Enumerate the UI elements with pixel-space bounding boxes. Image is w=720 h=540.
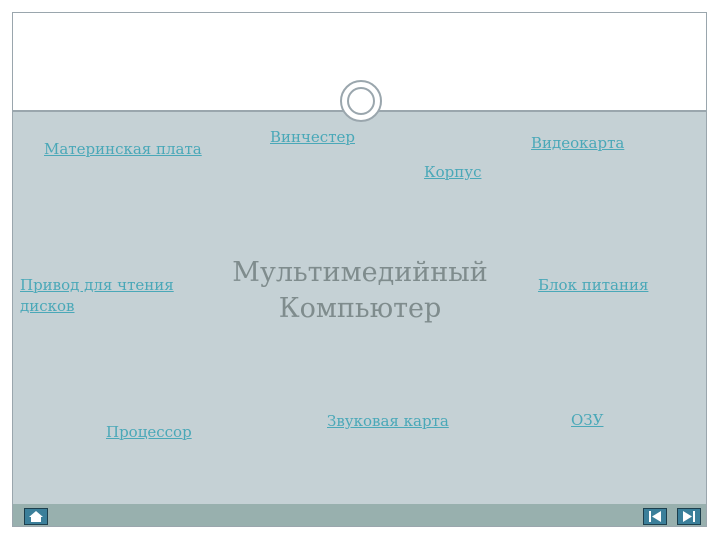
slide: [12, 12, 707, 527]
slide-footer: [13, 504, 706, 526]
next-slide-button[interactable]: [677, 508, 701, 525]
home-icon: [29, 511, 43, 522]
slide-title: Мультимедийный Компьютер: [232, 257, 488, 324]
link-videocard[interactable]: Видеокарта: [531, 134, 625, 152]
home-button[interactable]: [24, 508, 48, 525]
link-optical-drive[interactable]: Привод для чтения дисков: [20, 276, 174, 315]
next-slide-icon: [683, 511, 695, 522]
slide-body: [13, 112, 706, 504]
link-ram[interactable]: ОЗУ: [571, 411, 604, 429]
link-motherboard[interactable]: Материнская плата: [44, 140, 202, 158]
circle-ornament-icon: [340, 80, 382, 122]
link-hdd[interactable]: Винчестер: [270, 128, 355, 146]
link-soundcard[interactable]: Звуковая карта: [327, 412, 449, 430]
link-psu[interactable]: Блок питания: [538, 276, 649, 294]
link-case[interactable]: Корпус: [424, 163, 482, 181]
prev-slide-button[interactable]: [643, 508, 667, 525]
prev-slide-icon: [649, 511, 661, 522]
link-cpu[interactable]: Процессор: [106, 423, 192, 441]
